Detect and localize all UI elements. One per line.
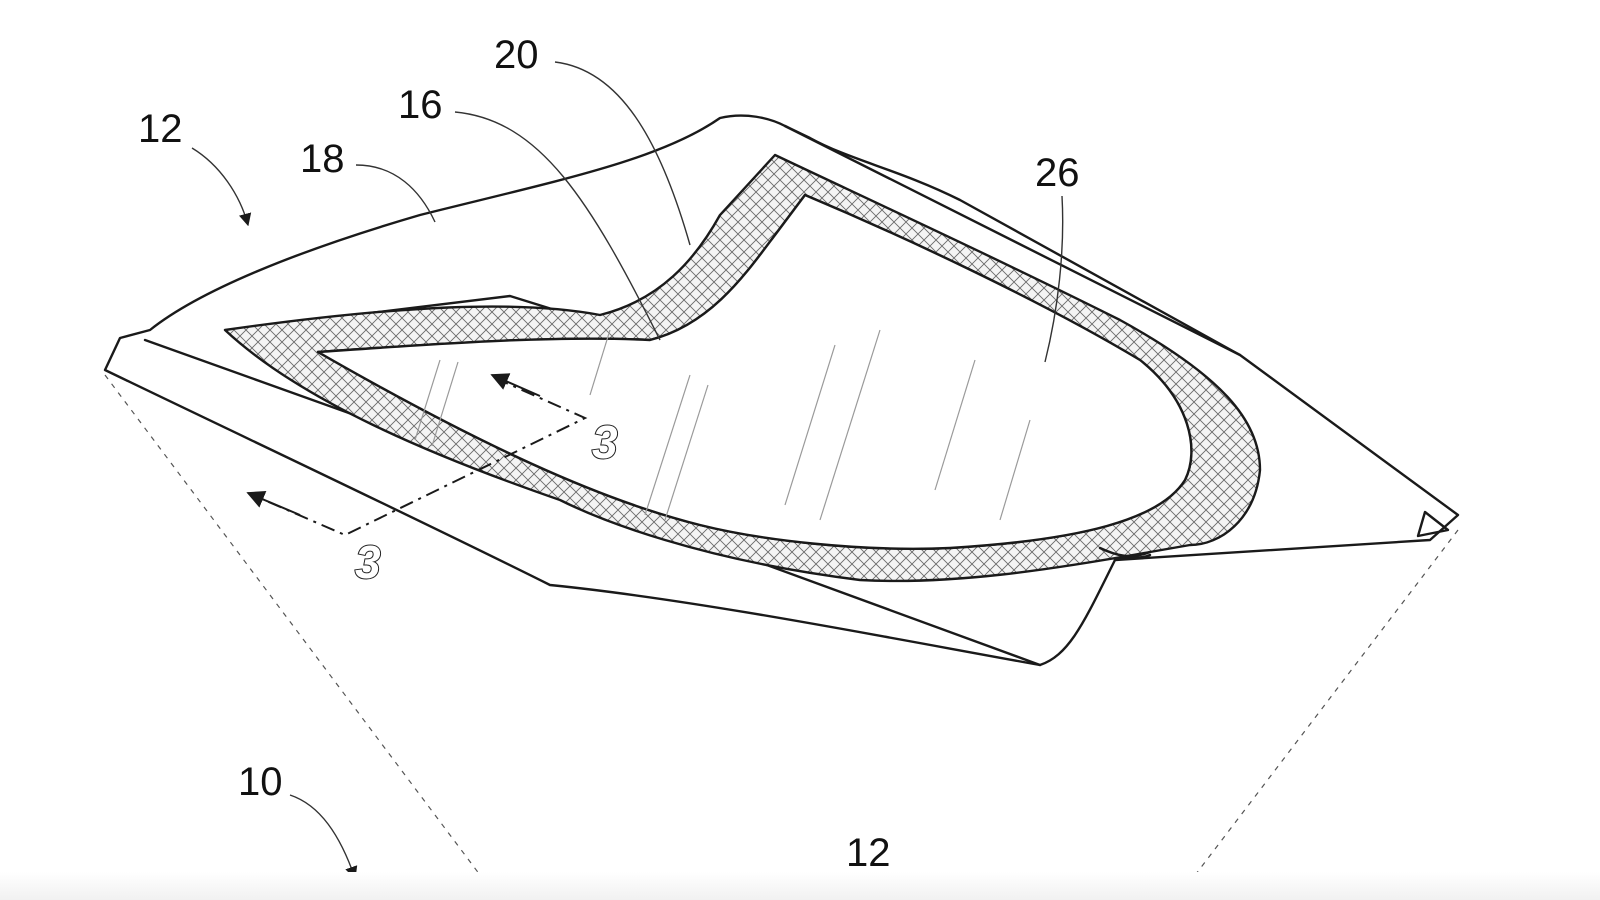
reference-triangle [1416,510,1450,538]
bottom-strip [0,872,1600,900]
glass-reflection-lines [414,329,1031,521]
ref-label-18: 18 [300,137,345,181]
seal-corner-tab [1098,546,1152,558]
construction-lines [104,374,1459,896]
housing-outline [103,114,1460,667]
housing-bottom-notch [1113,553,1152,562]
ref-label-12-top: 12 [138,107,183,151]
ref-label-10: 10 [238,760,283,804]
section-mark-lower: 3 [355,536,381,588]
housing-top-lip [783,124,1242,357]
ref-label-16: 16 [398,83,443,127]
glass-panel [316,193,1193,550]
section-mark-upper: 3 [592,416,618,468]
leader-lines [191,61,1064,880]
ref-label-26: 26 [1035,151,1080,195]
section-line-3-3 [246,373,588,537]
glass-outline [316,193,1193,550]
housing-body [103,114,1460,667]
ref-label-20: 20 [494,33,539,77]
ref-label-12-bottom: 12 [846,831,891,875]
